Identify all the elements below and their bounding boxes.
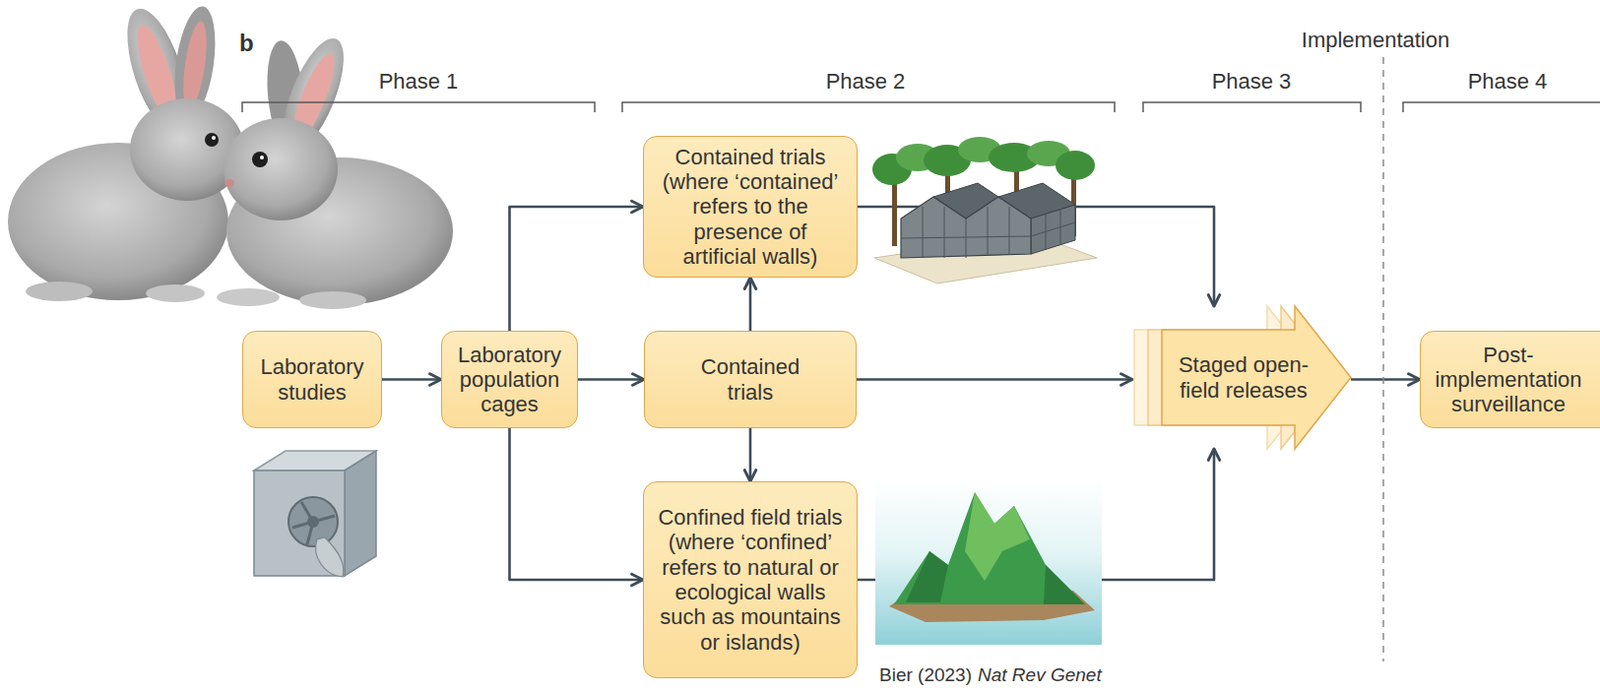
phase-label: Phase 2 [826,68,906,94]
island-illustration [875,479,1102,645]
flow-arrow [749,428,753,482]
process-box: Confined field trials (where ‘confined’ … [642,481,858,679]
flow-arrow [382,378,442,382]
incubator-icon [344,450,377,576]
rabbit-photo [259,155,264,160]
box-text: Staged open-field releases [1171,352,1316,403]
process-box: Laboratory population cages [441,330,578,429]
implementation-divider [1382,57,1385,662]
rabbit-photo [223,118,338,221]
flow-arrow [577,378,644,382]
phase-bracket [242,102,1600,113]
island-illustration [894,492,1086,605]
box-text: Confined field trials (where ‘confined’ … [653,505,847,655]
box-text: Laboratory studies [253,354,372,405]
incubator-icon [316,537,344,577]
box-text: Laboratory population cages [451,342,568,418]
flow-arrow [749,277,753,331]
credit-journal: Nat Rev Genet [977,664,1102,687]
rabbit-photo [25,281,93,302]
flow-arrow [510,428,644,580]
flow-arrow [1350,378,1420,382]
greenhouse-illustration [900,206,1076,258]
process-box: Contained trials (where ‘contained’ refe… [642,135,858,278]
island-illustration [905,551,949,603]
box-text: Post-implementation surveillance [1430,342,1587,418]
panel-letter: b [239,29,255,58]
arrow-text-area: Staged open-field releases [1171,306,1316,449]
rabbit-photo [179,19,211,111]
phase-label: Phase 3 [1212,68,1292,94]
phase-bracket [622,102,1115,113]
rabbit-photo [299,291,367,310]
rabbit-photo [216,288,280,307]
process-box: Contained trials [643,330,857,429]
box-text: Contained trials [687,354,814,405]
credit-text: Bier (2023) [879,664,972,687]
phase-bracket [1403,102,1600,113]
process-box: Laboratory studies [242,330,383,429]
process-box: Post-implementation surveillance [1419,330,1600,429]
phase-label: Phase 1 [379,68,459,94]
island-illustration [875,479,1102,645]
section-label: Implementation [1301,27,1450,53]
incubator-icon [254,470,345,576]
rabbit-photo [252,151,268,168]
incubator-icon [288,497,338,547]
incubator-icon [292,502,335,545]
incubator-icon [254,450,377,577]
greenhouse-illustration [1055,150,1095,181]
greenhouse-illustration [872,136,1097,284]
rabbit-photo [224,179,235,188]
arrow-outline [1161,306,1351,449]
flow-arrow [856,378,1133,382]
arrow-shape: Staged open-field releases [1132,306,1351,449]
island-illustration [1043,565,1086,605]
island-illustration [964,492,1030,581]
rabbit-photo [129,98,245,201]
rabbit-photo [204,132,219,147]
phase-bracket [1143,102,1361,113]
box-text: Contained trials (where ‘contained’ refe… [657,144,843,269]
rabbit-photo [145,284,205,303]
phase-label: Phase 4 [1468,68,1548,94]
rabbit-photo [211,135,216,140]
rabbit-photo [7,1,453,310]
phase-bracket [242,102,595,113]
flow-arrow [510,206,644,331]
